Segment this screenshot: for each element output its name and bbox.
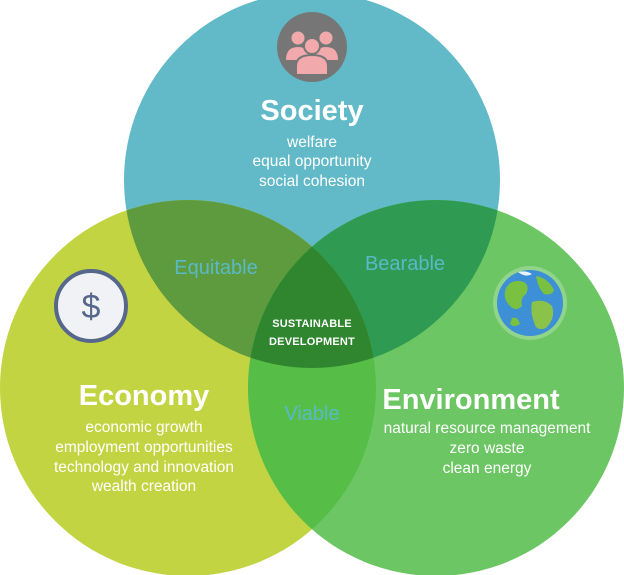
- environment-item-natural-resource: natural resource management: [383, 420, 591, 437]
- economy-item-wealth-creation: wealth creation: [91, 478, 197, 495]
- overlap-label-bearable: Bearable: [364, 253, 446, 275]
- environment-item-zero-waste: zero waste: [449, 440, 525, 457]
- society-title: Society: [260, 95, 364, 127]
- society-item-welfare: welfare: [287, 134, 337, 151]
- economy-item-employment: employment opportunities: [55, 439, 233, 456]
- overlap-label-equitable: Equitable: [174, 257, 258, 279]
- economy-item-technology: technology and innovation: [53, 459, 235, 476]
- center-label-sustainable: SUSTAINABLE: [272, 318, 352, 330]
- environment-title: Environment: [382, 384, 560, 416]
- svg-text:$: $: [82, 288, 101, 326]
- people-group-icon: [277, 12, 347, 82]
- economy-item-economic-growth: economic growth: [85, 419, 203, 436]
- society-item-social-cohesion: social cohesion: [259, 173, 365, 190]
- economy-title: Economy: [78, 380, 210, 412]
- overlap-center: [248, 200, 376, 368]
- overlap-label-viable: Viable: [284, 403, 340, 425]
- dollar-coin-icon: $: [54, 269, 128, 343]
- environment-item-clean-energy: clean energy: [442, 460, 532, 477]
- society-item-equal-opportunity: equal opportunity: [252, 153, 372, 170]
- center-label-development: DEVELOPMENT: [269, 336, 355, 348]
- globe-icon: [493, 266, 567, 340]
